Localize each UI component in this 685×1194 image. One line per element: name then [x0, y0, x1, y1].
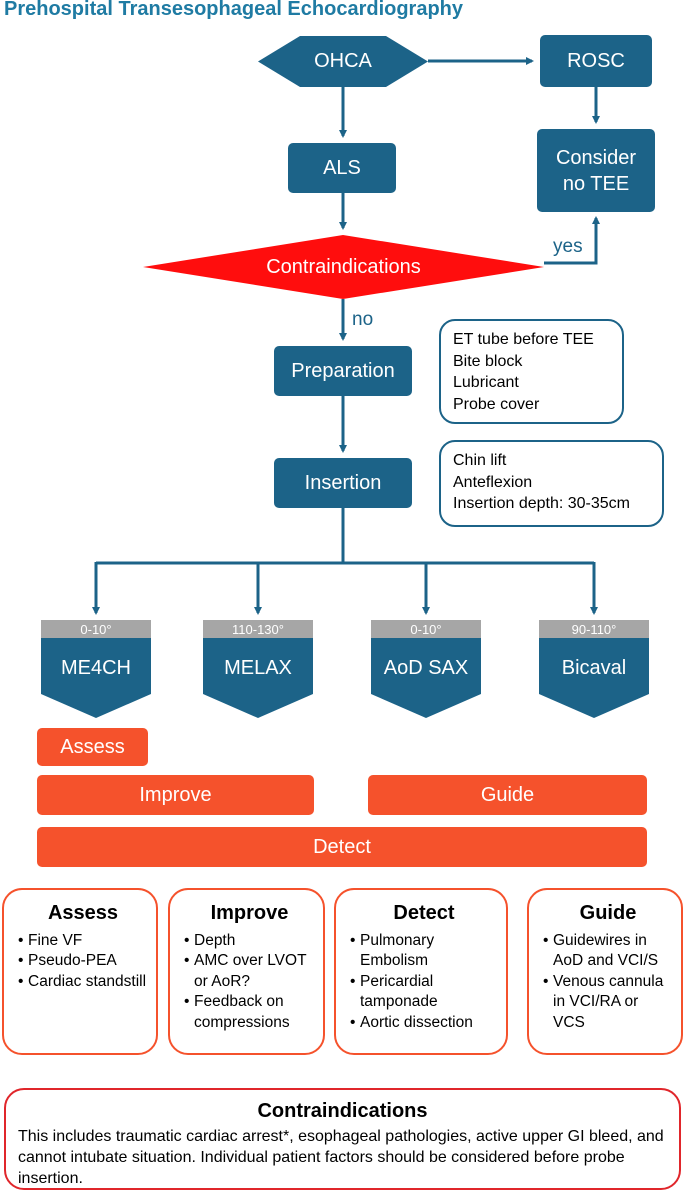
insertion-box: Insertion — [274, 458, 412, 508]
card-item: Guidewires in AoD and VCI/S — [543, 931, 673, 972]
note-line: Bite block — [453, 352, 523, 370]
preparation-box: Preparation — [274, 346, 412, 396]
card-item: Pseudo-PEA — [18, 951, 148, 972]
detect-bar: Detect — [37, 827, 647, 867]
detect-card: Detect Pulmonary Embolism Pericardial ta… — [334, 888, 508, 1055]
card-item: Pulmonary Embolism — [350, 931, 498, 972]
card-item: Venous cannula in VCI/RA or VCS — [543, 972, 673, 1033]
view-angle: 110-130° — [203, 620, 313, 638]
improve-bar: Improve — [37, 775, 314, 815]
view-shape — [539, 638, 649, 718]
contraindications-text: This includes traumatic cardiac arrest*,… — [18, 1128, 664, 1188]
view-shape — [371, 638, 481, 718]
view-name: AoD SAX — [383, 656, 469, 679]
yes-label: yes — [553, 236, 583, 257]
contraindications-title: Contraindications — [257, 1100, 428, 1122]
view-melax: 110-130° MELAX — [203, 620, 313, 718]
rosc-box: ROSC — [540, 35, 652, 87]
no-label: no — [352, 309, 374, 330]
improve-card: Improve Depth AMC over LVOT or AoR? Feed… — [168, 888, 325, 1055]
view-angle: 0-10° — [371, 620, 481, 638]
view-name: ME4CH — [60, 656, 131, 679]
card-item: Depth — [184, 931, 315, 952]
view-angle: 0-10° — [41, 620, 151, 638]
view-name: Bicaval — [561, 656, 627, 679]
note-line: Anteflexion — [453, 473, 533, 491]
assess-card: Assess Fine VF Pseudo-PEA Cardiac stands… — [2, 888, 158, 1055]
note-line: Insertion depth: 30-35cm — [453, 495, 630, 513]
contraindications-label: Contraindications — [266, 255, 421, 278]
contraindications-box: Contraindications This includes traumati… — [4, 1088, 681, 1190]
card-title: Guide — [579, 902, 637, 924]
view-name: MELAX — [224, 656, 292, 679]
ohca-label: OHCA — [314, 50, 372, 72]
page-title: Prehospital Transesophageal Echocardiogr… — [4, 0, 464, 20]
note-line: Chin lift — [453, 452, 507, 469]
preparation-notes: ET tube before TEE Bite block Lubricant … — [439, 319, 624, 424]
guide-bar: Guide — [368, 775, 647, 815]
card-item: Pericardial tamponade — [350, 972, 498, 1013]
assess-bar: Assess — [37, 728, 148, 766]
view-aod-sax: 0-10° AoD SAX — [371, 620, 481, 718]
view-shape — [203, 638, 313, 718]
view-me4ch: 0-10° ME4CH — [41, 620, 151, 718]
guide-card: Guide Guidewires in AoD and VCI/S Venous… — [527, 888, 683, 1055]
card-title: Improve — [210, 902, 289, 924]
note-line: ET tube before TEE — [453, 331, 594, 348]
note-line: Lubricant — [453, 374, 519, 392]
view-angle: 90-110° — [539, 620, 649, 638]
card-item: Fine VF — [18, 931, 148, 952]
card-item: Feedback on compressions — [184, 992, 315, 1033]
card-item: Aortic dissection — [350, 1013, 498, 1034]
note-line: Probe cover — [453, 395, 540, 413]
consider-no-tee-box: Consider no TEE — [537, 129, 655, 212]
ohca-decision: OHCA — [258, 36, 428, 87]
card-title: Assess — [47, 902, 119, 924]
arrow-contra-consider — [544, 216, 600, 265]
contraindications-decision: Contraindications — [143, 235, 544, 299]
card-item: AMC over LVOT or AoR? — [184, 951, 315, 992]
als-box: ALS — [288, 143, 396, 193]
card-item: Cardiac standstill — [18, 972, 148, 993]
card-title: Detect — [393, 902, 455, 924]
view-shape — [41, 638, 151, 718]
insertion-notes: Chin lift Anteflexion Insertion depth: 3… — [439, 440, 664, 527]
view-bicaval: 90-110° Bicaval — [539, 620, 649, 718]
